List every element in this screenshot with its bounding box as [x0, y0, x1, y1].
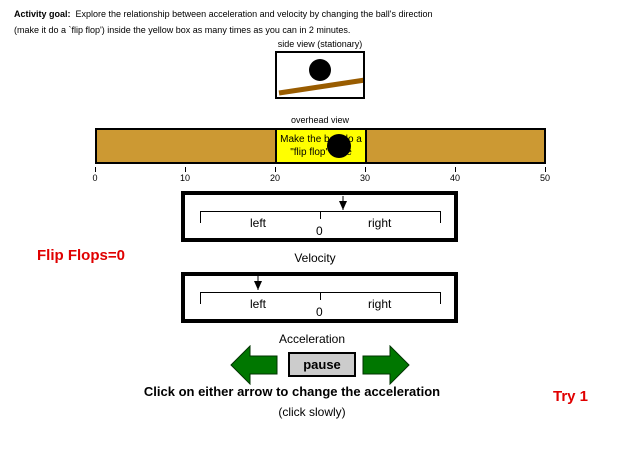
arrow-instruction: Click on either arrow to change the acce… [143, 384, 441, 399]
scale-tick [185, 167, 186, 172]
ramp-plank [278, 77, 363, 96]
velocity-needle [339, 196, 347, 210]
scale-tick [455, 167, 456, 172]
activity-goal: Activity goal: Explore the relationship … [14, 6, 484, 38]
accelerate-right-arrow-icon[interactable] [362, 345, 410, 385]
scale-label-30: 30 [359, 173, 370, 183]
scale-tick [545, 167, 546, 172]
acceleration-zero-label: 0 [316, 305, 323, 319]
acceleration-left-label: left [250, 297, 267, 311]
velocity-right-label: right [368, 216, 392, 230]
click-slowly-hint: (click slowly) [278, 405, 346, 419]
acceleration-caption: Acceleration [278, 332, 346, 346]
acceleration-zero-tick [320, 292, 321, 300]
velocity-scale-left-end [200, 211, 201, 223]
acceleration-needle [254, 276, 262, 290]
scale-label-20: 20 [269, 173, 280, 183]
target-text-line1: Make the ball do a [280, 134, 362, 145]
flip-flop-target-zone: Make the ball do a "flip flop" here [275, 128, 367, 164]
try-counter: Try 1 [553, 388, 589, 405]
scale-label-50: 50 [539, 173, 550, 183]
side-view-panel [275, 51, 365, 99]
side-view-drawing [278, 59, 363, 96]
goal-label: Activity goal: [14, 9, 71, 19]
acceleration-scale-right-end [440, 292, 441, 304]
accelerate-left-arrow-icon[interactable] [230, 345, 278, 385]
velocity-left-label: left [250, 216, 267, 230]
side-view-label: side view (stationary) [277, 39, 363, 49]
goal-text-line1: Explore the relationship between acceler… [75, 9, 433, 19]
side-view-ball [309, 59, 331, 81]
goal-text-line2: (make it do a `flip flop') inside the ye… [14, 25, 351, 35]
velocity-zero-label: 0 [316, 224, 323, 238]
velocity-zero-tick [320, 211, 321, 219]
target-text-line2: "flip flop" here [290, 147, 352, 158]
pause-button[interactable]: pause [288, 352, 356, 377]
scale-label-0: 0 [92, 173, 98, 183]
acceleration-right-label: right [368, 297, 392, 311]
acceleration-meter [181, 272, 458, 323]
scale-tick [95, 167, 96, 172]
scale-label-40: 40 [449, 173, 460, 183]
scale-label-10: 10 [179, 173, 190, 183]
scale-tick [365, 167, 366, 172]
acceleration-scale-left-end [200, 292, 201, 304]
flip-flop-counter: Flip Flops=0 [37, 247, 125, 264]
velocity-scale-right-end [440, 211, 441, 223]
velocity-caption: Velocity [294, 251, 336, 265]
overhead-view-label: overhead view [290, 115, 350, 125]
scale-tick [275, 167, 276, 172]
velocity-meter [181, 191, 458, 242]
overhead-ball [327, 134, 351, 158]
